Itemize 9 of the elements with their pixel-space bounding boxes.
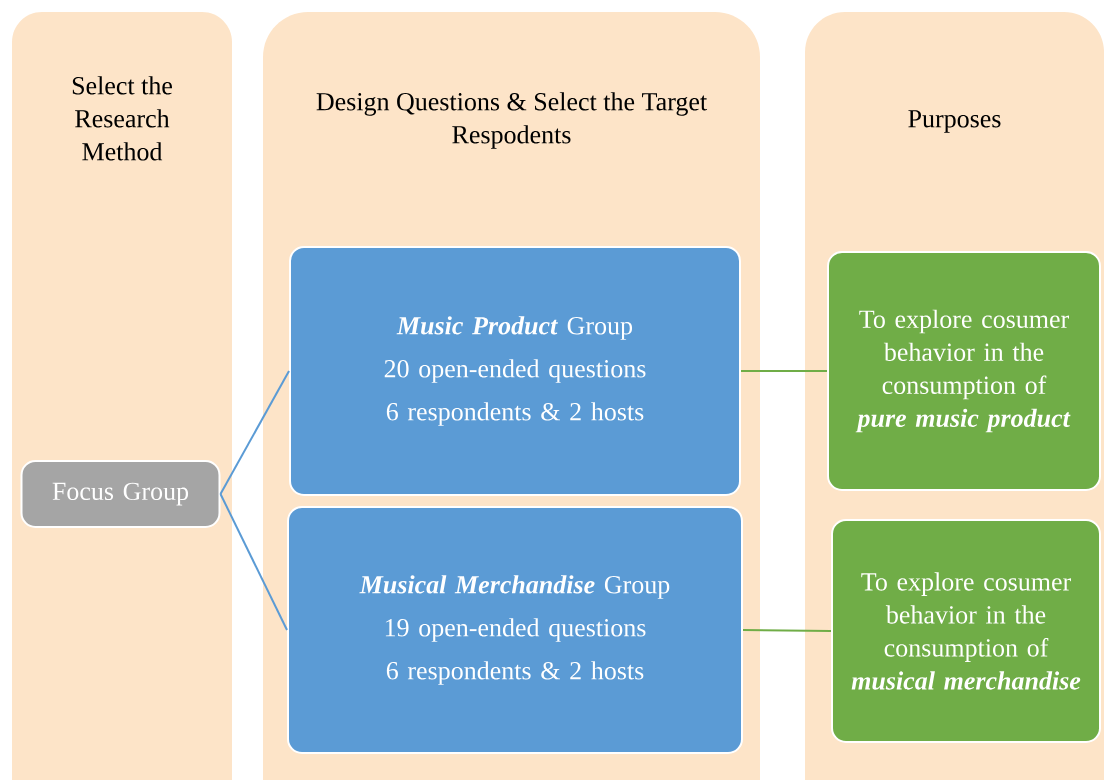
connector-line: [219, 493, 288, 631]
purpose-box: To explore cosumer behavior in the consumption of musical merchandise: [831, 519, 1101, 743]
purpose-box: To explore cosumer behavior in the consumption of pure music product: [827, 251, 1101, 491]
connector-line: [742, 629, 832, 632]
group-box: Music Product Group 20 open-ended questions 6 respondents & 2 hosts: [289, 246, 741, 496]
label-box: Focus Group: [20, 460, 221, 528]
connector-line: [740, 370, 828, 372]
connector-line: [219, 370, 290, 495]
group-box: Musical Merchandise Group 19 open-ended questions 6 respondents & 2 hosts: [287, 506, 743, 754]
